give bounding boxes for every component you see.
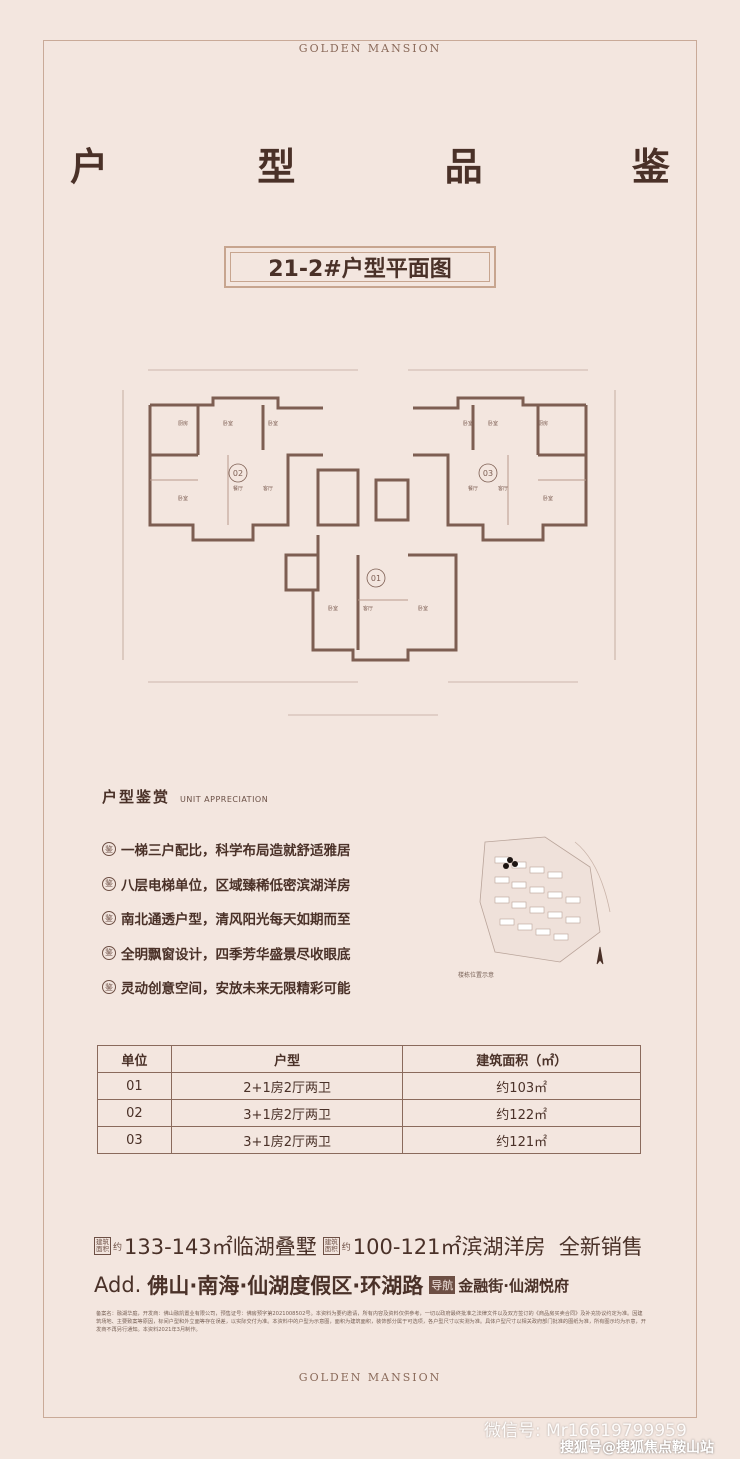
svg-text:卧室: 卧室 xyxy=(328,605,338,612)
brand-top: GOLDEN MANSION xyxy=(0,42,740,55)
section-subtitle: UNIT APPRECIATION xyxy=(180,795,269,804)
area-tag: 建筑面积 xyxy=(322,1237,340,1255)
table-header-row: 单位 户型 建筑面积（㎡） xyxy=(97,1045,641,1073)
svg-text:卧室: 卧室 xyxy=(178,495,188,502)
svg-text:客厅: 客厅 xyxy=(263,485,273,492)
table-row: 01 2+1房2厅两卫 约103㎡ xyxy=(97,1072,641,1100)
svg-text:卧室: 卧室 xyxy=(223,420,233,427)
table-row: 03 3+1房2厅两卫 约121㎡ xyxy=(97,1126,641,1154)
feature-list: 鉴一梯三户配比，科学布局造就舒适雅居 鉴八层电梯单位，区域臻稀低密滨湖洋房 鉴南… xyxy=(102,832,351,1005)
subtitle-frame: 21-2#户型平面图 xyxy=(224,246,496,288)
svg-text:01: 01 xyxy=(371,574,381,583)
svg-text:02: 02 xyxy=(233,469,243,478)
area-tag: 建筑面积 xyxy=(94,1237,111,1255)
svg-text:厨房: 厨房 xyxy=(178,420,188,427)
svg-text:卧室: 卧室 xyxy=(543,495,553,502)
disclaimer: 备案名：融湖华庭，开发商：佛山融凯置业有限公司，预售证号：佛房预字第202100… xyxy=(96,1311,646,1333)
section-heading: 户型鉴赏 UNIT APPRECIATION xyxy=(102,786,268,807)
address: 佛山·南海·仙湖度假区·环湖路 xyxy=(147,1274,424,1298)
svg-text:客厅: 客厅 xyxy=(498,485,508,492)
subtitle: 21-2#户型平面图 xyxy=(268,257,452,282)
svg-text:卧室: 卧室 xyxy=(268,420,278,427)
bullet-icon: 鉴 xyxy=(102,842,116,857)
bullet-icon: 鉴 xyxy=(102,876,116,891)
svg-text:客厅: 客厅 xyxy=(363,605,373,612)
svg-text:餐厅: 餐厅 xyxy=(468,485,478,492)
bullet-icon: 鉴 xyxy=(102,911,116,926)
svg-text:卧室: 卧室 xyxy=(488,420,498,427)
floor-plan: 厨房卧室卧室 卧室餐厅客厅 厨房卧室卧室 卧室餐厅客厅 客厅卧室卧室 02 03… xyxy=(122,369,616,716)
feature-item: 鉴八层电梯单位，区域臻稀低密滨湖洋房 xyxy=(102,867,351,902)
feature-item: 鉴灵动创意空间，安放未来无限精彩可能 xyxy=(102,970,351,1005)
svg-text:餐厅: 餐厅 xyxy=(233,485,243,492)
svg-text:厨房: 厨房 xyxy=(538,420,548,427)
page-title: 户 型 品 鉴 xyxy=(70,144,738,189)
sohu-watermark: 搜狐号@搜狐焦点鞍山站 xyxy=(560,1440,714,1456)
site-plan-map: 楼栋位置示意 xyxy=(458,836,611,979)
address-line: Add. 佛山·南海·仙湖度假区·环湖路 导航 金融街·仙湖悦府 xyxy=(94,1270,569,1300)
svg-text:03: 03 xyxy=(483,469,493,478)
svg-text:卧室: 卧室 xyxy=(418,605,428,612)
page-frame xyxy=(43,40,697,1418)
table-row: 02 3+1房2厅两卫 约122㎡ xyxy=(97,1099,641,1127)
feature-item: 鉴一梯三户配比，科学布局造就舒适雅居 xyxy=(102,832,351,867)
svg-text:楼栋位置示意: 楼栋位置示意 xyxy=(458,971,494,979)
nav-tag: 导航 xyxy=(429,1276,456,1294)
unit-table: 单位 户型 建筑面积（㎡） 01 2+1房2厅两卫 约103㎡ 02 3+1房2… xyxy=(97,1045,641,1154)
wechat-watermark: 微信号: Mr16619799959 xyxy=(484,1421,687,1441)
feature-item: 鉴南北通透户型，清风阳光每天如期而至 xyxy=(102,901,351,936)
nav-destination: 金融街·仙湖悦府 xyxy=(458,1276,569,1295)
svg-text:卧室: 卧室 xyxy=(463,420,473,427)
brand-bottom: GOLDEN MANSION xyxy=(0,1371,740,1384)
section-title: 户型鉴赏 xyxy=(102,788,171,806)
promo-line-1: 建筑面积 约 133-143㎡临湖叠墅 建筑面积 约 100-121㎡滨湖洋房 … xyxy=(94,1235,643,1259)
bullet-icon: 鉴 xyxy=(102,980,116,995)
bullet-icon: 鉴 xyxy=(102,945,116,960)
feature-item: 鉴全明飘窗设计，四季芳华盛景尽收眼底 xyxy=(102,936,351,971)
